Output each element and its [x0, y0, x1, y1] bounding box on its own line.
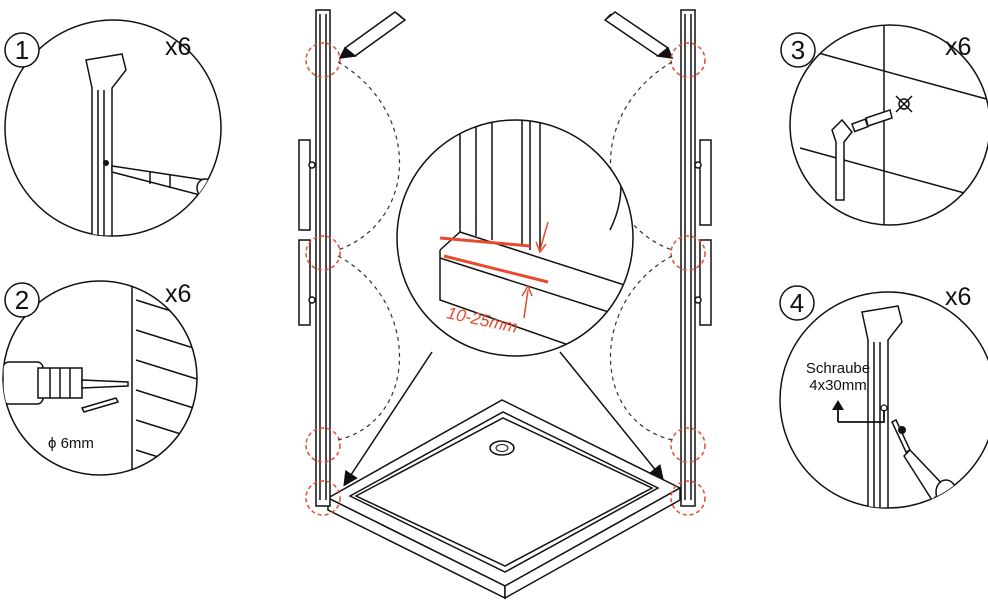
detail-circle: 10-25mm: [396, 119, 634, 357]
screw-label-line2: 4x30mm: [809, 377, 867, 394]
screw-label-line1: Schraube: [806, 360, 870, 377]
dashed-connectors: [337, 61, 673, 441]
tray-drain: [489, 440, 515, 456]
step-2-number-badge: 2: [4, 282, 40, 318]
pencil-icon: [338, 11, 407, 59]
shower-tray: [326, 399, 682, 600]
left-wall-profile: [298, 9, 331, 507]
marking-points: [305, 42, 706, 516]
step-1-multiplier: x6: [165, 33, 191, 61]
step-4-number: 4: [790, 288, 804, 318]
step-3-number: 3: [791, 35, 805, 65]
step-3-multiplier: x6: [945, 33, 971, 61]
step-2-number: 2: [15, 285, 29, 315]
step-1-circle: [4, 19, 222, 237]
step-2-circle: [2, 280, 198, 476]
step-4-number-badge: 4: [779, 285, 815, 321]
step-4-circle: [779, 291, 988, 509]
pencil-icon: [603, 11, 674, 59]
step-4-multiplier: x6: [945, 283, 971, 311]
step-1-number-badge: 1: [4, 32, 40, 68]
drill-size-label: ϕ 6mm: [48, 435, 94, 452]
detail-arrows: [343, 351, 664, 487]
step-3-number-badge: 3: [780, 32, 816, 68]
step-1-number: 1: [15, 35, 29, 65]
step-2-multiplier: x6: [165, 280, 191, 308]
tray-drain-inner: [495, 444, 509, 452]
right-wall-profile: [680, 9, 712, 507]
step-3-circle: [789, 24, 988, 226]
